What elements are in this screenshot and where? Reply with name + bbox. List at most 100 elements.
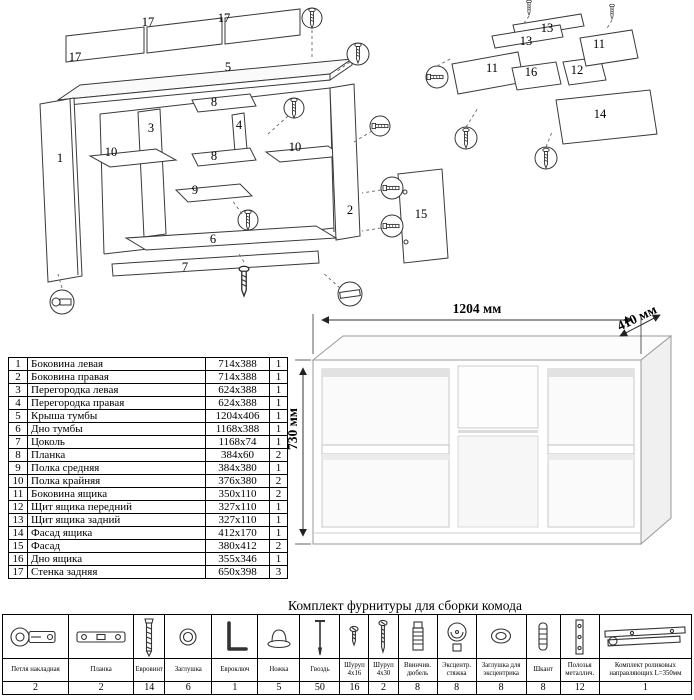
drawer-exploded-view xyxy=(425,0,658,170)
cam-cap-icon xyxy=(491,627,512,644)
hardware-qty-row: 2 2 14 6 1 5 50 16 2 8 8 8 8 12 1 xyxy=(1,681,693,695)
screw-short-icon-cell xyxy=(339,614,370,659)
part-size: 1204x406 xyxy=(205,409,270,423)
drawer-front xyxy=(457,365,539,429)
part-row-number: 15 xyxy=(8,539,28,553)
hardware-item-label: Заглушка для эксцентрика xyxy=(475,658,527,682)
hardware-item-qty: 6 xyxy=(164,681,213,695)
hardware-item-qty: 1 xyxy=(211,681,259,695)
part-name: Фасад ящика xyxy=(27,526,206,540)
width-dimension-label: 1204 мм xyxy=(452,301,502,316)
runner-icon xyxy=(339,289,361,299)
back-panel xyxy=(224,8,301,45)
part-size: 380x412 xyxy=(205,539,270,553)
part-size: 327x110 xyxy=(205,500,270,514)
mounting-plate-icon xyxy=(76,630,126,643)
height-dimension-label: 730 мм xyxy=(285,407,300,451)
part-row-number: 16 xyxy=(8,552,28,566)
panel-edge-line xyxy=(69,98,79,276)
hardware-item-qty: 16 xyxy=(339,681,370,695)
part-name: Стенка задняя xyxy=(27,565,206,579)
hardware-item-qty: 8 xyxy=(525,681,561,695)
leader-lines xyxy=(57,15,613,289)
dimension-lines xyxy=(295,314,661,545)
part-name: Дно тумбы xyxy=(27,422,206,436)
part-quantity: 1 xyxy=(269,500,288,514)
center-panel xyxy=(457,435,539,528)
drawer-shield xyxy=(491,24,564,49)
plinth-panel xyxy=(111,250,320,277)
part-name: Перегородка правая xyxy=(27,396,206,410)
cam-cap-icon-cell xyxy=(475,614,527,659)
shelf-middle xyxy=(174,183,254,203)
mounting-plate-icon-cell xyxy=(68,614,135,659)
hardware-item-label: Евровинт xyxy=(133,658,166,682)
hardware-table: Петля накладная Планка Евровинт Заглушка… xyxy=(1,614,693,695)
part-name: Дно ящика xyxy=(27,552,206,566)
hardware-labels-row: Петля накладная Планка Евровинт Заглушка… xyxy=(1,658,693,682)
shelf-left xyxy=(88,148,178,168)
hinge-mark xyxy=(402,189,408,195)
part-quantity: 2 xyxy=(269,539,288,553)
part-name: Боковина правая xyxy=(27,370,206,384)
hardware-item-qty: 8 xyxy=(436,681,477,695)
metal-runner-icon-cell xyxy=(559,614,600,659)
part-size: 1168x74 xyxy=(205,435,270,449)
part-row-number: 4 xyxy=(8,396,28,410)
part-quantity: 2 xyxy=(269,487,288,501)
hardware-item-label: Шкант xyxy=(525,658,561,682)
left-shelf xyxy=(321,444,450,455)
partition-panel xyxy=(137,108,167,238)
part-name: Боковина левая xyxy=(27,357,206,371)
shadow xyxy=(548,454,634,460)
part-row-number: 13 xyxy=(8,513,28,527)
wood-dowel-icon-cell xyxy=(525,614,561,659)
nail-icon-cell xyxy=(299,614,341,659)
depth-arrow xyxy=(619,314,661,337)
hardware-item-qty: 12 xyxy=(559,681,600,695)
drawer-bottom xyxy=(511,61,562,91)
drawer-side-right xyxy=(579,29,639,67)
metal-runner-icon xyxy=(575,618,584,655)
screw-long-icon xyxy=(378,619,389,654)
part-quantity: 1 xyxy=(269,461,288,475)
part-size: 624x388 xyxy=(205,396,270,410)
part-name: Полка средняя xyxy=(27,461,206,475)
hinge-plate-icon xyxy=(59,298,72,306)
part-name: Полка крайняя xyxy=(27,474,206,488)
bottom-panel xyxy=(124,225,338,251)
part-quantity: 1 xyxy=(269,370,288,384)
cabinet-exploded-view xyxy=(39,8,449,283)
screw-short-icon xyxy=(349,625,360,647)
bolt-icon xyxy=(426,73,444,81)
hardware-item-label: Ввинчив. дюбель xyxy=(397,658,438,682)
part-quantity: 1 xyxy=(269,383,288,397)
part-name: Перегородка левая xyxy=(27,383,206,397)
hinge-cup-icon xyxy=(51,297,61,307)
hardware-item-label: Евроключ xyxy=(211,658,259,682)
leg-icon-cell xyxy=(257,614,301,659)
part-size: 624x388 xyxy=(205,383,270,397)
part-row-number: 11 xyxy=(8,487,28,501)
part-row-number: 12 xyxy=(8,500,28,514)
part-row-number: 10 xyxy=(8,474,28,488)
hardware-item-label: Ножка xyxy=(257,658,301,682)
part-size: 376x380 xyxy=(205,474,270,488)
part-quantity: 1 xyxy=(269,357,288,371)
part-size: 350x110 xyxy=(205,487,270,501)
shadow xyxy=(322,369,449,377)
part-size: 412x170 xyxy=(205,526,270,540)
